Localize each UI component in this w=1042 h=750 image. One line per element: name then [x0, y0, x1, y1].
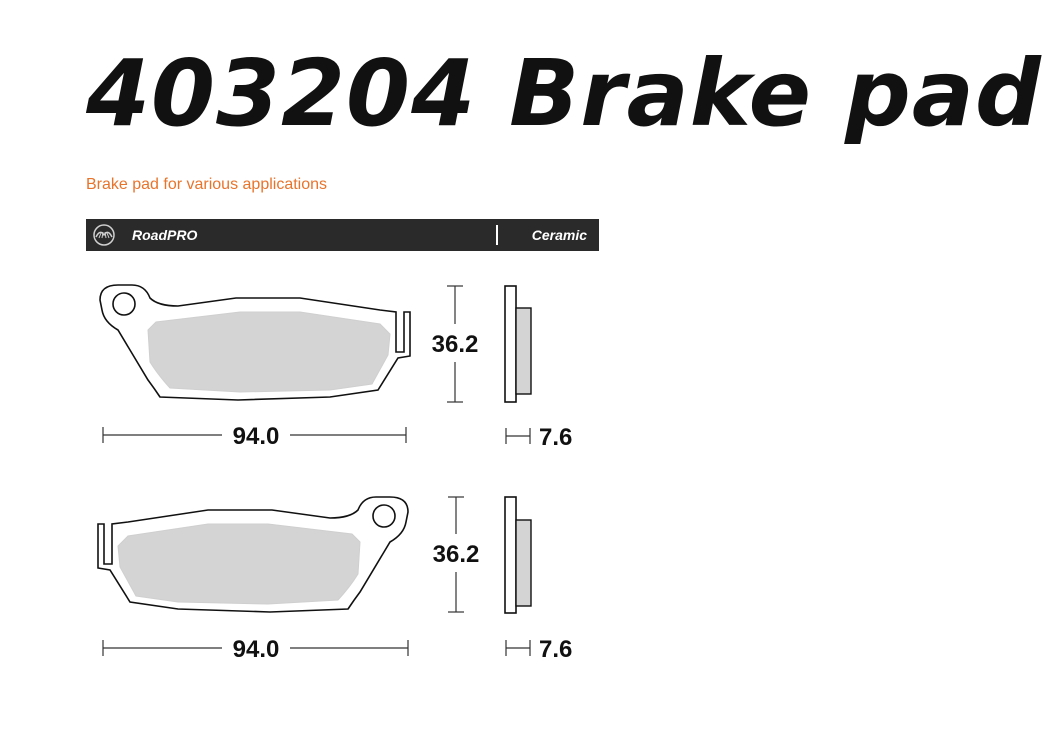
pad-2-friction-material: [117, 523, 361, 605]
pad-1-thickness-label: 7.6: [539, 424, 572, 451]
pad-1-friction-material: [147, 311, 391, 393]
subtitle: Brake pad for various applications: [86, 176, 328, 193]
pad-1-side-backing: [504, 285, 517, 403]
bar-separator: [496, 225, 498, 245]
product-bar: RoadPRO Ceramic: [86, 219, 599, 251]
pad-1-side-friction: [515, 307, 532, 395]
pad-1-length-label: 94.0: [233, 423, 280, 450]
pad-diagram: 94.0 36.2 7.6 94.0 36.2 7.6: [97, 284, 572, 663]
pad-2-thickness-label: 7.6: [539, 636, 572, 663]
pad-2-side-friction: [515, 519, 532, 607]
pad-1: 94.0 36.2 7.6: [99, 284, 572, 451]
pad-2: 94.0 36.2 7.6: [97, 496, 572, 663]
pad-2-length-label: 94.0: [233, 636, 280, 663]
brand-label: RoadPRO: [132, 227, 198, 243]
wings-logo-icon: [93, 224, 115, 246]
pad-1-height-label: 36.2: [432, 331, 479, 358]
page-title: 403204 Brake pad: [86, 40, 1042, 147]
pad-2-side-backing: [504, 496, 517, 614]
pad-1-mounting-hole: [112, 292, 136, 316]
pad-2-height-label: 36.2: [433, 541, 480, 568]
pad-2-mounting-hole: [372, 504, 396, 528]
compound-label: Ceramic: [531, 227, 587, 243]
